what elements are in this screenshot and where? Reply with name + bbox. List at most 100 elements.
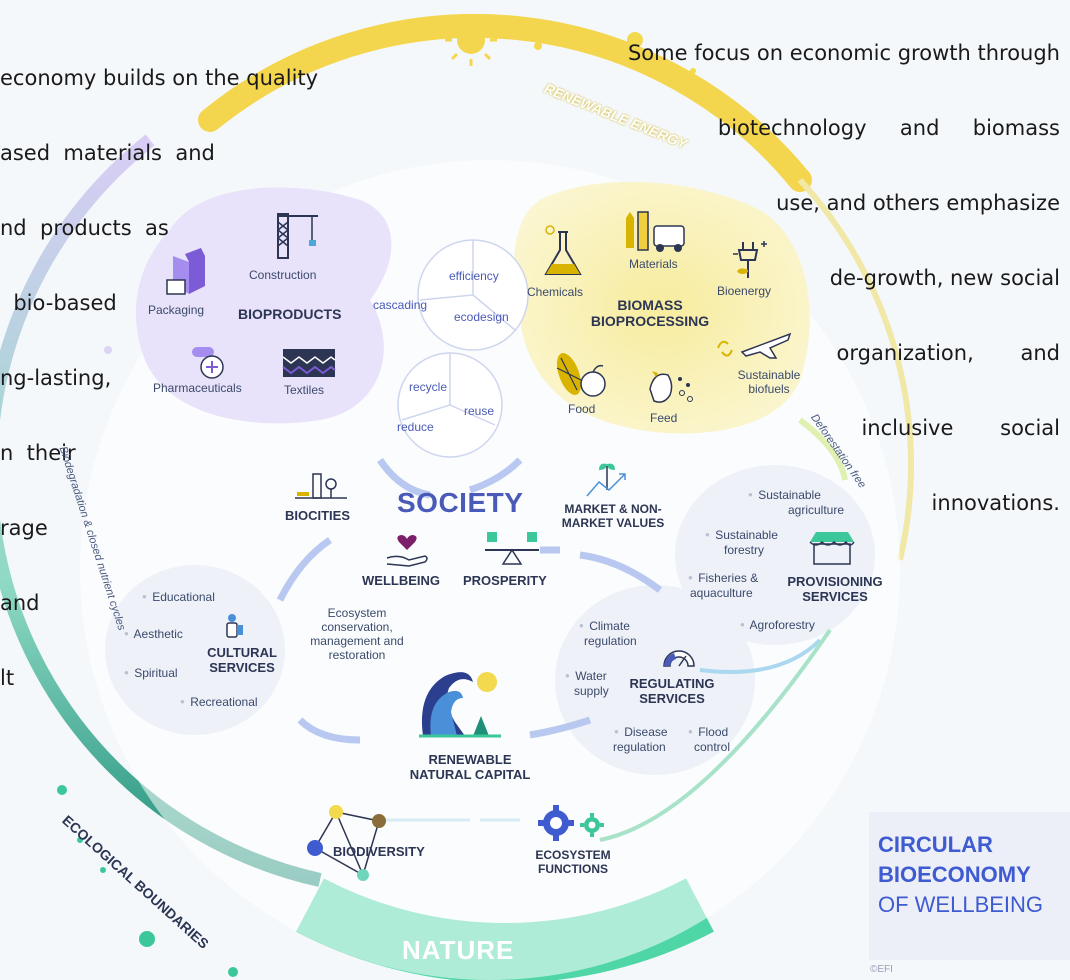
chicken-icon [649, 371, 693, 403]
reduce-label: reduce [397, 420, 434, 434]
climate-line1: Climate [589, 619, 630, 633]
gears-icon [538, 805, 604, 841]
water-line2: supply [574, 684, 609, 698]
natural-capital-line2: NATURAL CAPITAL [409, 767, 531, 782]
construction-label: Construction [249, 268, 317, 282]
packaging-icon [166, 248, 205, 295]
flask-icon [544, 225, 582, 275]
sust-agriculture-label: Sustainable [748, 488, 821, 502]
climate-line2: regulation [584, 634, 637, 648]
natural-capital-line1: RENEWABLE [428, 752, 512, 767]
city-icon [295, 473, 347, 499]
pills-icon [192, 347, 224, 379]
cultural-title-line2: SERVICES [209, 660, 275, 675]
reuse-label: reuse [464, 404, 495, 418]
left-line-8: and [0, 591, 40, 615]
brand-line2: BIOECONOMY [878, 862, 1031, 887]
left-line-6: n their [0, 441, 76, 465]
aesthetic-text: Aesthetic [133, 627, 183, 641]
ecosystem-line2: conservation, [321, 620, 393, 634]
recreational-label: Recreational [180, 695, 258, 709]
recreational-text: Recreational [190, 695, 258, 709]
right-paragraph: Some focus on economic growth through bi… [628, 0, 1060, 541]
regulating-title: REGULATING SERVICES [617, 676, 727, 706]
left-line-3: nd products as [0, 216, 169, 240]
network-icon [307, 805, 386, 881]
right-line-6: inclusive social [861, 416, 1060, 440]
market-values-line2: MARKET VALUES [561, 516, 665, 530]
wellbeing-label: WELLBEING [362, 573, 440, 588]
left-line-4: bio-based [0, 291, 117, 315]
climate-regulation-label: Climate [579, 619, 630, 633]
sust-forestry-label: Sustainable [705, 528, 778, 542]
fisheries-label: Fisheries & [688, 571, 758, 585]
provisioning-title-line1: PROVISIONING [787, 574, 883, 589]
feed-label: Feed [650, 411, 678, 425]
market-values-line1: MARKET & NON- [564, 502, 662, 516]
brand-line1: CIRCULAR [878, 832, 993, 857]
sun-icon [445, 14, 497, 66]
regulating-title-line2: SERVICES [639, 691, 705, 706]
chemicals-label: Chemicals [527, 285, 584, 299]
left-line-5: ng-lasting, [0, 366, 112, 390]
textiles-icon [282, 349, 336, 377]
sustainable-biofuels-line2: biofuels [748, 382, 790, 396]
ecosystem-functions-label: ECOSYSTEM FUNCTIONS [518, 848, 628, 876]
natural-capital-title: RENEWABLE NATURAL CAPITAL [390, 752, 550, 782]
ecosystem-line1: Ecosystem [327, 606, 387, 620]
biomass-title-line2: BIOPROCESSING [590, 313, 710, 329]
market-stall-icon [809, 532, 855, 565]
ecosystem-conservation-text: Ecosystem conservation, management and r… [297, 606, 417, 662]
crane-icon [277, 213, 318, 259]
plug-icon [733, 241, 767, 278]
ecosystem-line3: management and [310, 634, 404, 648]
left-line-7: rage [0, 516, 48, 540]
scale-icon [485, 532, 539, 565]
provisioning-title-line2: SERVICES [802, 589, 868, 604]
textiles-label: Textiles [284, 383, 325, 397]
packaging-label: Packaging [148, 303, 205, 317]
prosperity-label: PROSPERITY [463, 573, 547, 588]
sustainable-biofuels-label: Sustainable biofuels [726, 368, 812, 396]
flood-line2: control [694, 740, 731, 754]
educational-text: Educational [152, 590, 215, 604]
copyright-label: ©EFI [870, 964, 893, 975]
right-line-7: innovations. [931, 491, 1060, 515]
sustainable-biofuels-line1: Sustainable [737, 368, 801, 382]
aesthetic-label: Aesthetic [124, 627, 183, 641]
water-line1: Water [575, 669, 607, 683]
bioenergy-label: Bioenergy [717, 284, 772, 298]
left-line-2: ased materials and [0, 141, 215, 165]
flood-control-label: Flood [688, 725, 728, 739]
left-line-1: economy builds on the quality [0, 66, 319, 90]
right-line-4: de-growth, new social [829, 266, 1060, 290]
educational-label: Educational [142, 590, 215, 604]
disease-line2: regulation [613, 740, 666, 754]
eco-functions-line1: ECOSYSTEM [535, 848, 611, 862]
provisioning-title: PROVISIONING SERVICES [770, 574, 900, 604]
disease-regulation-label: Disease [614, 725, 667, 739]
recycle-label: recycle [409, 380, 448, 394]
sust-agriculture-line2: agriculture [788, 503, 845, 517]
fisheries-line1: Fisheries & [698, 571, 759, 585]
brand-box: CIRCULAR BIOECONOMY OF WELLBEING [869, 812, 1070, 960]
materials-icon [626, 211, 685, 252]
agroforestry-text: Agroforestry [749, 618, 815, 632]
fisheries-line2: aquaculture [690, 586, 753, 600]
sust-agri-line1: Sustainable [758, 488, 821, 502]
eco-functions-line2: FUNCTIONS [538, 862, 608, 876]
gauge-icon [663, 650, 695, 667]
heart-hand-icon [386, 535, 428, 567]
plane-icon [717, 332, 792, 359]
efficiency-label: efficiency [449, 269, 499, 283]
right-line-1: Some focus on economic growth through [627, 41, 1060, 65]
food-icon [556, 353, 606, 397]
spiritual-label: Spiritual [124, 666, 177, 680]
left-paragraph: economy builds on the quality ased mater… [0, 16, 318, 716]
biomass-title-line1: BIOMASS [617, 297, 683, 313]
bioproducts-title: BIOPRODUCTS [238, 306, 342, 322]
market-growth-icon [586, 463, 626, 497]
materials-label: Materials [629, 257, 678, 271]
nature-label: NATURE [402, 935, 515, 965]
brand-line3: OF WELLBEING [878, 892, 1044, 917]
